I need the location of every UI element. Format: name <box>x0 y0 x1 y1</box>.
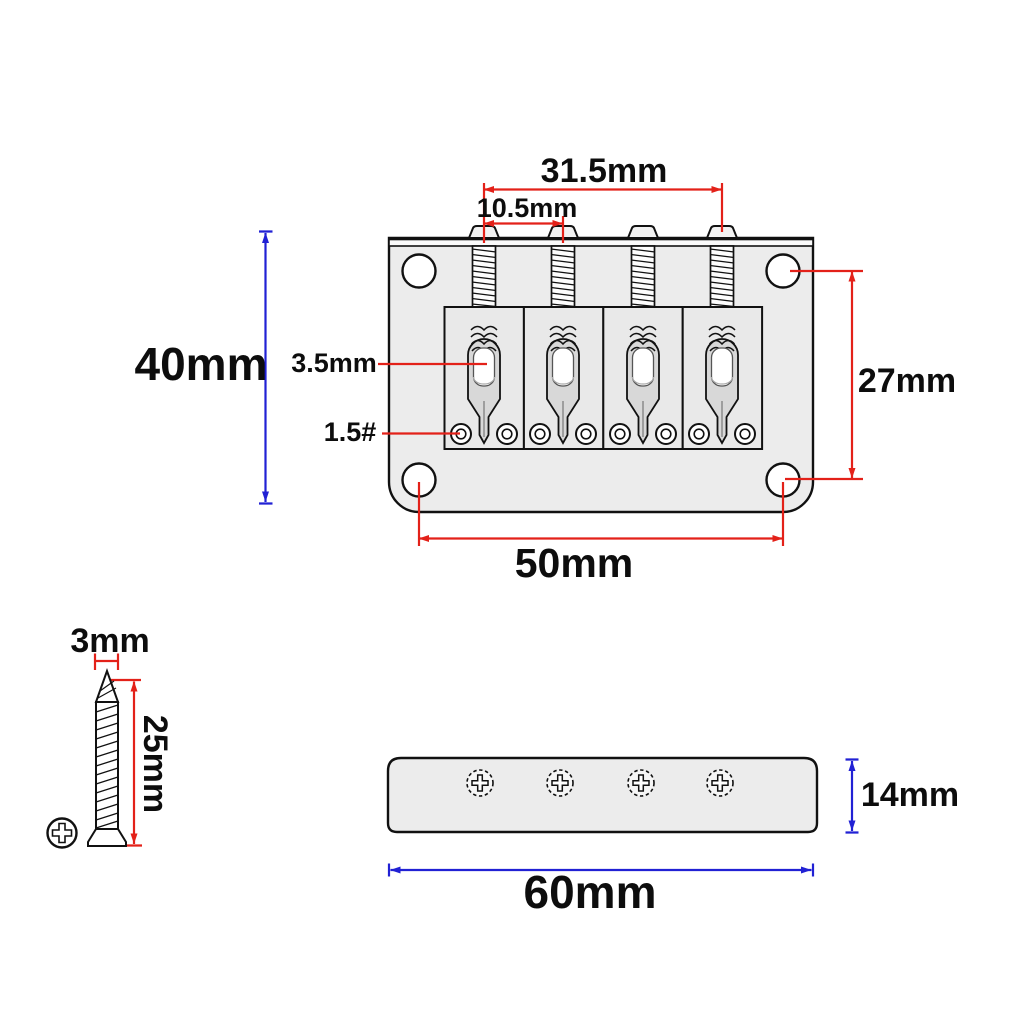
screw-threads <box>95 704 119 829</box>
dim-line-screw-diameter <box>93 653 120 670</box>
bridge-side-view <box>386 756 819 834</box>
mounting-hole <box>401 253 437 289</box>
screw-diameter-label: 3mm <box>70 622 150 660</box>
dim-hole-span-vertical-label: 27mm <box>857 362 957 400</box>
side-plate <box>386 756 819 834</box>
intonation-post <box>706 225 738 308</box>
slot-width-label: 3.5mm <box>291 348 377 378</box>
screw-length-label: 25mm <box>136 714 174 814</box>
side-screw-head <box>546 769 574 797</box>
side-screw-head <box>466 769 494 797</box>
screw-head <box>87 828 127 847</box>
dim-post-span-label: 31.5mm <box>540 152 668 190</box>
blue-dimension-lines <box>259 230 859 877</box>
red-dimension-lines <box>93 183 863 847</box>
dim-side-length-label: 60mm <box>523 866 657 918</box>
side-screw-head <box>706 769 734 797</box>
bridge-top-view <box>387 225 815 514</box>
intonation-post <box>627 225 659 308</box>
dim-end-cap <box>387 863 815 877</box>
phillips-cross-icon <box>51 822 73 844</box>
dim-end-cap <box>845 758 859 834</box>
screw-head-top-view <box>46 817 78 849</box>
mounting-screw-side-view <box>87 668 127 847</box>
dim-end-cap <box>259 230 273 505</box>
plate-top-lip <box>388 238 814 247</box>
dim-side-height-label: 14mm <box>860 776 960 814</box>
side-screw-head <box>627 769 655 797</box>
dim-hole-span-horizontal-label: 50mm <box>514 540 634 586</box>
screw-size-label: 1.5# <box>323 417 377 447</box>
dim-post-pitch-label: 10.5mm <box>476 193 578 223</box>
dim-plate-height-label: 40mm <box>134 338 268 390</box>
